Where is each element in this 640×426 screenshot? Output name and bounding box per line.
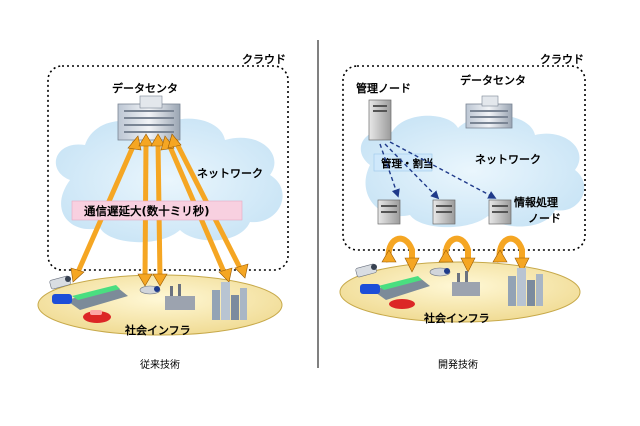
satellite-dish-icon bbox=[139, 285, 161, 295]
car-icon bbox=[83, 310, 111, 323]
left-caption: 従来技術 bbox=[140, 358, 180, 371]
car-icon bbox=[389, 299, 415, 309]
datacenter-building-icon bbox=[465, 95, 513, 129]
camera-icon bbox=[355, 263, 377, 278]
mgmt-assign-label: 管理・割当 bbox=[381, 157, 434, 170]
network-label: ネットワーク bbox=[197, 167, 263, 180]
infra-label: 社会インフラ bbox=[423, 311, 490, 325]
proc-node-label-1: 情報処理 bbox=[514, 195, 558, 209]
cloud-label: クラウド bbox=[540, 53, 584, 66]
cloud-frame bbox=[342, 65, 586, 251]
assign-dashed-arrows bbox=[379, 141, 497, 200]
factory-icon bbox=[165, 284, 195, 310]
satellite-dish-icon bbox=[429, 267, 451, 277]
processing-node-icon bbox=[432, 199, 456, 225]
network-label: ネットワーク bbox=[475, 153, 541, 166]
latency-box bbox=[71, 200, 243, 221]
city-buildings-icon bbox=[508, 268, 543, 306]
highway-icon bbox=[360, 276, 430, 300]
city-buildings-icon bbox=[212, 282, 247, 320]
datacenter-label: データセンタ bbox=[112, 81, 178, 95]
local-loop-arrows bbox=[381, 235, 530, 273]
datacenter-building-icon bbox=[117, 95, 181, 141]
network-cloud bbox=[360, 115, 585, 228]
left-panel: クラウド データセンタ ネットワーク bbox=[37, 53, 289, 371]
mgmt-node-label: 管理ノード bbox=[356, 81, 411, 95]
cloud-label: クラウド bbox=[242, 53, 286, 66]
proc-node-label-2: ノード bbox=[528, 212, 561, 225]
processing-node-icon bbox=[377, 199, 401, 225]
factory-icon bbox=[452, 271, 480, 296]
infra-label: 社会インフラ bbox=[124, 323, 191, 337]
processing-node-icon bbox=[488, 199, 512, 225]
latency-label: 通信遅延大(数十ミリ秒) bbox=[84, 204, 210, 218]
highway-icon bbox=[52, 285, 128, 310]
right-caption: 開発技術 bbox=[438, 358, 478, 371]
cloud-frame bbox=[47, 65, 289, 271]
datacenter-label: データセンタ bbox=[460, 73, 526, 87]
management-server-icon bbox=[368, 99, 392, 141]
camera-icon bbox=[49, 275, 71, 290]
right-panel: クラウド 管理ノード データセンタ 管理・割当 ネットワーク 情報処理 ノー bbox=[339, 53, 586, 371]
